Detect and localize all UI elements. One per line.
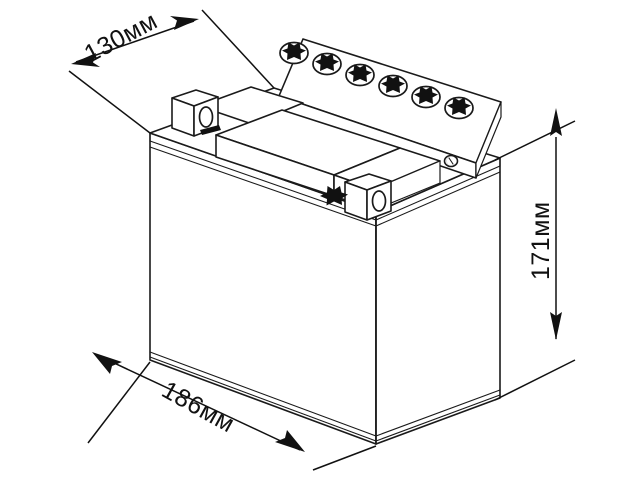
- front-face-bottom-lip-upper: [149, 351, 377, 437]
- right-face-rim-line-upper: [375, 165, 501, 221]
- rear-shelf-top-face: [198, 86, 304, 125]
- front-face-bottom-lip-lower: [149, 356, 377, 442]
- cell-cap: [345, 63, 375, 87]
- arrow-head-171-top: [550, 108, 562, 136]
- cell-cap: [312, 52, 342, 76]
- arrow-head-186-right: [275, 430, 305, 452]
- arrow-head-171-bottom: [550, 312, 562, 340]
- arrow-head-186-left: [92, 352, 122, 374]
- right-face-rim-line-lower: [375, 171, 501, 227]
- dim-line-130: [75, 20, 195, 63]
- cell-cap: [378, 74, 408, 98]
- cap-platform-end-face: [475, 101, 502, 179]
- arrow-head-130-left: [71, 53, 100, 67]
- front-face-rim-line-lower: [149, 146, 377, 227]
- cell-cap: [411, 85, 441, 109]
- ext-line-130-right: [201, 9, 275, 89]
- dim-line-186: [96, 354, 301, 451]
- rear-terminal-bolt-hole: [198, 106, 214, 128]
- cell-cap: [444, 96, 474, 120]
- ext-line-186-top: [87, 361, 151, 444]
- side-vent-hole: [443, 154, 459, 168]
- arrow-head-130-right: [170, 16, 199, 30]
- ext-line-186-bottom: [312, 445, 377, 471]
- ext-line-171-bottom: [494, 359, 576, 401]
- dimension-label-171: 171мм: [527, 201, 555, 280]
- dimension-height-171: 171мм: [494, 108, 576, 401]
- minus-polarity-mark: [200, 125, 221, 135]
- front-terminal-bolt-hole: [371, 190, 387, 212]
- handle-ledge-assembly: [198, 86, 441, 211]
- dimension-label-130: 130мм: [80, 7, 163, 69]
- ext-line-171-top: [494, 120, 576, 161]
- right-face-bottom-lip-lower: [375, 394, 501, 442]
- positive-terminal-post: [320, 173, 392, 221]
- cell-cap-group: [279, 41, 474, 120]
- front-face-rim-line-upper: [149, 140, 377, 221]
- negative-terminal-post: [171, 89, 221, 137]
- cell-cap: [279, 41, 309, 65]
- plus-polarity-mark: [320, 186, 348, 206]
- ext-line-130-left: [68, 70, 151, 134]
- right-face-bottom-lip-upper: [375, 389, 501, 437]
